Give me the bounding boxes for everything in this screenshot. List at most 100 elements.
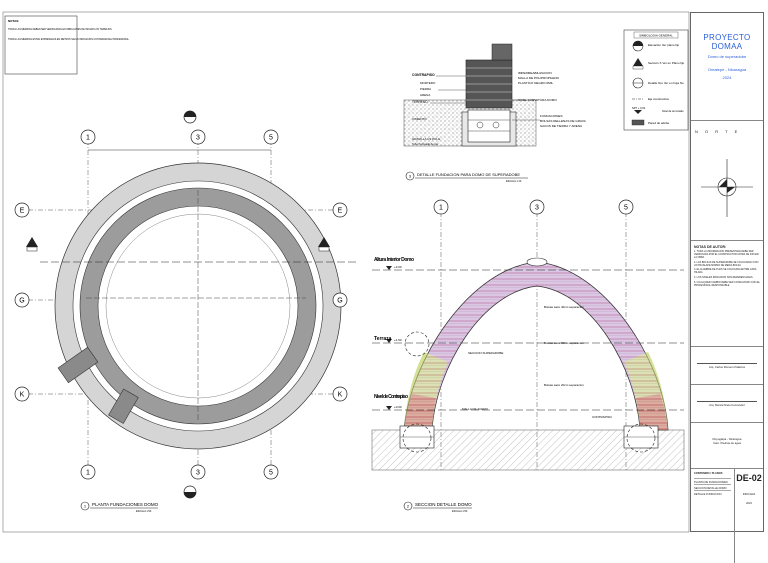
foundation-plan: 1 3 5 1 3 5 E G K E G — [14, 110, 356, 513]
foundation-detail: CONTRAPISO MORTERO PIEDRA ARENA TERRENO … — [403, 43, 587, 183]
level-label: Nivel de Contrapiso — [374, 394, 408, 400]
gravel-label: GRAVILLA 1/2 PULG — [412, 137, 441, 141]
signature-name: Arq. Carlos Romero Palacios — [697, 363, 757, 369]
section-annotation: SECCION SUPERADOBE — [468, 351, 503, 355]
legend-item: Elevación Ver plano fijo — [648, 43, 680, 47]
legend-item: NPT + 0.00 — [632, 106, 646, 110]
sheet-row: DETALLE FUNDACION — [694, 490, 731, 496]
sheet-row: PLANTA DE FUNDACIONES — [694, 478, 731, 484]
detail-layer-note: MALLA DE POLIPROPILENO — [518, 76, 560, 80]
legend-item: Sección X Ver en Plano fijo — [648, 61, 685, 65]
north-arrow-icon — [701, 159, 753, 217]
location-sub: Cant. Piedras de agua — [713, 441, 741, 445]
signature-2: Arq. Marcia Nieto Fernandez — [691, 385, 763, 423]
section-cut-icon — [633, 58, 643, 66]
axis-label: K — [20, 392, 25, 399]
legend-title: SIMBOLOGIA GENERAL — [639, 34, 673, 38]
axis-label: 5 — [624, 205, 628, 212]
detail-layer-note: NIVEL CURVATURA DOMO — [518, 98, 557, 102]
section-annotation: Bolsas saco 30cm separacion — [544, 341, 584, 345]
signature-1: Arq. Carlos Romero Palacios — [691, 347, 763, 385]
plan-axis-right: E G K — [332, 202, 348, 402]
plan-title-group: 1 PLANTA FUNDACIONES DOMO ESCALA 1:50 — [80, 501, 159, 513]
legend-item: Detalle Nro Ver en hoja No — [648, 81, 684, 85]
author-note: 3. EL ALAMBRE DE PUAS SE COLOCARA ENTRE … — [694, 268, 757, 275]
detail-layer-note: SACOS DE TIERRA Y ARENA — [540, 124, 583, 128]
sheet-label: CONTENIDO / PLANOS — [694, 472, 723, 475]
author-note: 2. LAS BOLSAS DE SUPERADOBE SE COLOCARAN… — [694, 260, 759, 267]
author-note: 4. LOS NIVELES INDICADOS SON REFERENCIAL… — [694, 276, 753, 280]
level-label: Terraza — [374, 336, 392, 342]
section-annotation: Bolsas saco 20cm separacion — [544, 383, 584, 387]
detail-title: DETALLE FUNDACION PARA DOMO DE SUPERADOB… — [417, 172, 520, 177]
section-axis-top: 1 3 5 — [433, 199, 634, 215]
axis-label: E — [338, 208, 343, 215]
legend: SIMBOLOGIA GENERAL Elevación Ver plano f… — [623, 29, 689, 131]
project-subtitle: Domo de superadobe — [707, 54, 747, 59]
axis-label: 1 — [86, 135, 90, 142]
level-value: +1.50 — [394, 338, 402, 342]
location-box: Moyogalpa - Nicaragua Cant. Piedras de a… — [691, 423, 763, 469]
plan-number: 1 — [84, 504, 87, 509]
project-year: 2024 — [722, 75, 732, 80]
project-header: PROYECTO DOMAA Domo de superadobe Omatep… — [691, 33, 763, 121]
general-notes-title: NOTAS: — [8, 19, 19, 23]
project-location: Omatepe - Nicaragua — [707, 67, 747, 72]
plan-axis-left: E G K — [14, 202, 30, 402]
detail-layer-note: BOLSAS RELLENAS DE GRAVA — [540, 119, 587, 123]
axis-label: 3 — [196, 470, 200, 477]
axis-label: 5 — [269, 135, 273, 142]
axis-label: 3 — [535, 205, 539, 212]
general-note-2: TODAS LAS MEDIDAS ESTAN EXPRESADAS EN ME… — [8, 38, 130, 41]
detail-label: TERRENO — [412, 100, 428, 104]
section-scale: ESCALA 1:50 — [452, 510, 468, 513]
project-title: PROYECTO DOMAA — [703, 33, 751, 51]
title-block: PROYECTO DOMAA Domo de superadobe Omatep… — [690, 12, 764, 563]
level-value: +0.00 — [394, 405, 402, 409]
legend-item: Eje constructivo — [648, 97, 670, 101]
sheet-row: SECCION DETALLE DOMO — [694, 484, 731, 490]
level-value: +3.00 — [394, 265, 402, 269]
plan-axis-top: 1 3 5 — [80, 129, 279, 145]
gravel-sub: Tubo Perforado de pvc — [412, 142, 439, 146]
plan-axis-bottom: 1 3 5 — [80, 464, 279, 480]
north-label: N O R T E — [695, 129, 741, 134]
axis-label: K — [338, 392, 343, 399]
author-note: 5. CUALQUIER CAMBIO DEBE SER CONSULTADO … — [694, 281, 760, 287]
section-title: SECCION DETALLE DOMO — [415, 502, 472, 507]
detail-label: PIEDRA — [420, 87, 431, 91]
section-annotation: CONTRAPISO — [592, 415, 613, 419]
plan-title: PLANTA FUNDACIONES DOMO — [92, 502, 159, 507]
plan-scale: ESCALA 1:50 — [136, 510, 152, 513]
author-notes: NOTAS DE AUTOR: 1. TODA LA INFORMACION P… — [691, 245, 763, 347]
author-note: 1. TODA LA INFORMACION PRESENTADA DEBE S… — [694, 250, 759, 259]
sheet-info: CONTENIDO / PLANOS PLANTA DE FUNDACIONES… — [691, 469, 763, 563]
wall-hatch-icon — [631, 119, 645, 126]
detail-label: CIMIENTO — [412, 117, 427, 121]
axis-label: E — [20, 208, 25, 215]
detail-label: MORTERO — [420, 81, 436, 85]
sheet-date: 2024 — [746, 502, 752, 505]
location-text: Moyogalpa - Nicaragua — [712, 437, 742, 441]
detail-number: 3 — [409, 174, 412, 179]
legend-sublabel: Nivel de terminado — [662, 109, 684, 113]
detail-layer-note: FUNDACIONES — [540, 114, 563, 118]
level-marker-icon — [634, 110, 642, 114]
axis-label: 1 — [86, 470, 90, 477]
detail-scale: ESCALA 1:10 — [506, 180, 522, 183]
detail-label: CONTRAPISO — [412, 73, 435, 77]
section-annotation: Bolsas saco 40cm separacion — [544, 305, 584, 309]
legend-item: Pared de adobe — [648, 121, 670, 125]
section-number: 2 — [407, 504, 410, 509]
section-marker-icon — [26, 110, 330, 499]
axis-label: 5 — [269, 470, 273, 477]
drawing-canvas: NOTAS: TODAS LAS MEDIDAS DEBEN SER VERIF… — [2, 11, 690, 533]
detail-label: ARENA — [420, 93, 430, 97]
drawing-sheet: NOTAS: TODAS LAS MEDIDAS DEBEN SER VERIF… — [2, 11, 690, 533]
detail-layer-note: PLASTICO NEGRO 6MIL — [518, 81, 554, 85]
sheet-number: DE-02 — [736, 473, 762, 483]
axis-label: 1 — [439, 205, 443, 212]
signature-name: Arq. Marcia Nieto Fernandez — [697, 401, 757, 407]
axis-label: G — [19, 298, 24, 305]
general-notes: NOTAS: TODAS LAS MEDIDAS DEBEN SER VERIF… — [4, 15, 130, 75]
